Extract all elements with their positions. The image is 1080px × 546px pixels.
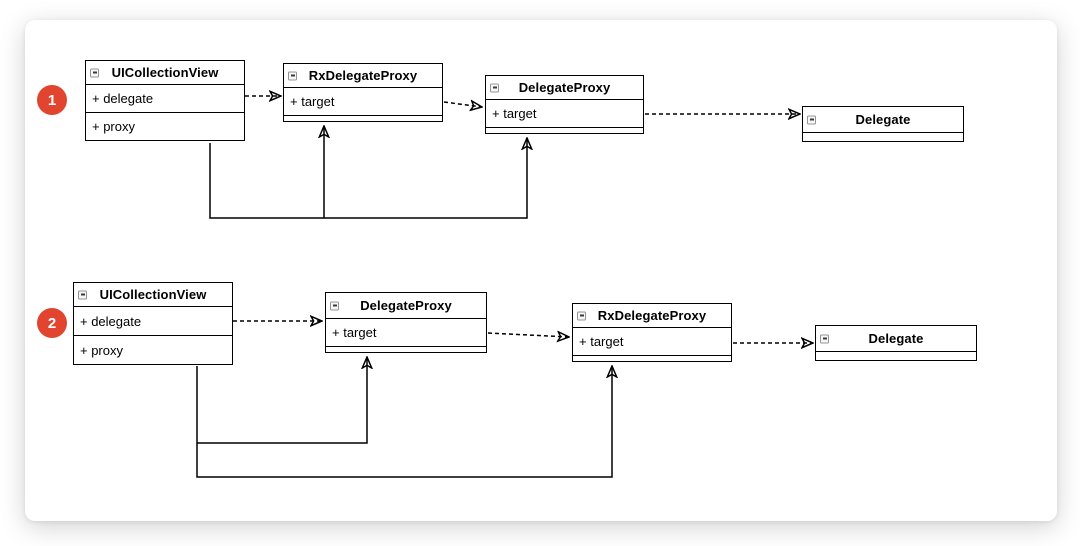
class-header: UICollectionView [86, 61, 244, 84]
collapse-icon [820, 334, 829, 343]
class-field: + target [284, 87, 442, 115]
class-title: UICollectionView [111, 65, 219, 80]
class-field: + proxy [86, 112, 244, 140]
d1-edge-proxy-to-delegateproxy [209, 138, 527, 219]
empty-methods-section [573, 355, 731, 361]
d1-class-box-delegateproxy: DelegateProxy + target [485, 75, 644, 134]
class-header: Delegate [803, 107, 963, 132]
class-header: Delegate [816, 326, 976, 351]
class-field: + delegate [86, 84, 244, 112]
collapse-icon [807, 115, 816, 124]
d2-class-box-delegate: Delegate [815, 325, 977, 361]
d2-class-box-delegateproxy: DelegateProxy + target [325, 292, 487, 353]
d2-edge-proxy-to-rxdelegateproxy [196, 366, 612, 478]
class-title: Delegate [868, 331, 924, 346]
step-badge-2: 2 [37, 308, 67, 338]
class-header: DelegateProxy [486, 76, 643, 99]
class-title: Delegate [855, 112, 911, 127]
d2-edge-delegateproxy-to-rxdelegateproxy [487, 333, 569, 337]
empty-methods-section [486, 127, 643, 133]
collapse-icon [490, 83, 499, 92]
step-badge-label: 2 [47, 314, 57, 332]
collapse-icon [90, 68, 99, 77]
d2-class-box-uicollectionview: UICollectionView + delegate + proxy [73, 282, 233, 365]
class-header: UICollectionView [74, 283, 232, 306]
empty-methods-section [816, 351, 976, 360]
class-field: + target [326, 318, 486, 346]
d1-class-box-delegate: Delegate [802, 106, 964, 142]
d2-edge-proxy-to-delegateproxy [197, 357, 367, 444]
empty-methods-section [803, 132, 963, 141]
step-badge-1: 1 [37, 85, 67, 115]
collapse-icon [288, 71, 297, 80]
class-header: RxDelegateProxy [573, 304, 731, 327]
class-title: DelegateProxy [518, 80, 611, 95]
class-field: + target [573, 327, 731, 355]
class-header: DelegateProxy [326, 293, 486, 318]
d1-class-box-rxdelegateproxy: RxDelegateProxy + target [283, 63, 443, 122]
class-title: UICollectionView [99, 287, 207, 302]
class-field: + proxy [74, 335, 232, 364]
d1-class-box-uicollectionview: UICollectionView + delegate + proxy [85, 60, 245, 141]
class-field: + delegate [74, 306, 232, 335]
class-title: DelegateProxy [360, 298, 452, 313]
d1-edge-rxdelegateproxy-to-delegateproxy [443, 102, 482, 107]
collapse-icon [330, 301, 339, 310]
collapse-icon [78, 290, 87, 299]
step-badge-label: 1 [47, 91, 57, 109]
class-field: + target [486, 99, 643, 127]
class-header: RxDelegateProxy [284, 64, 442, 87]
class-title: RxDelegateProxy [597, 308, 707, 323]
class-title: RxDelegateProxy [308, 68, 418, 83]
empty-methods-section [326, 346, 486, 352]
collapse-icon [577, 311, 586, 320]
d2-class-box-rxdelegateproxy: RxDelegateProxy + target [572, 303, 732, 362]
empty-methods-section [284, 115, 442, 121]
